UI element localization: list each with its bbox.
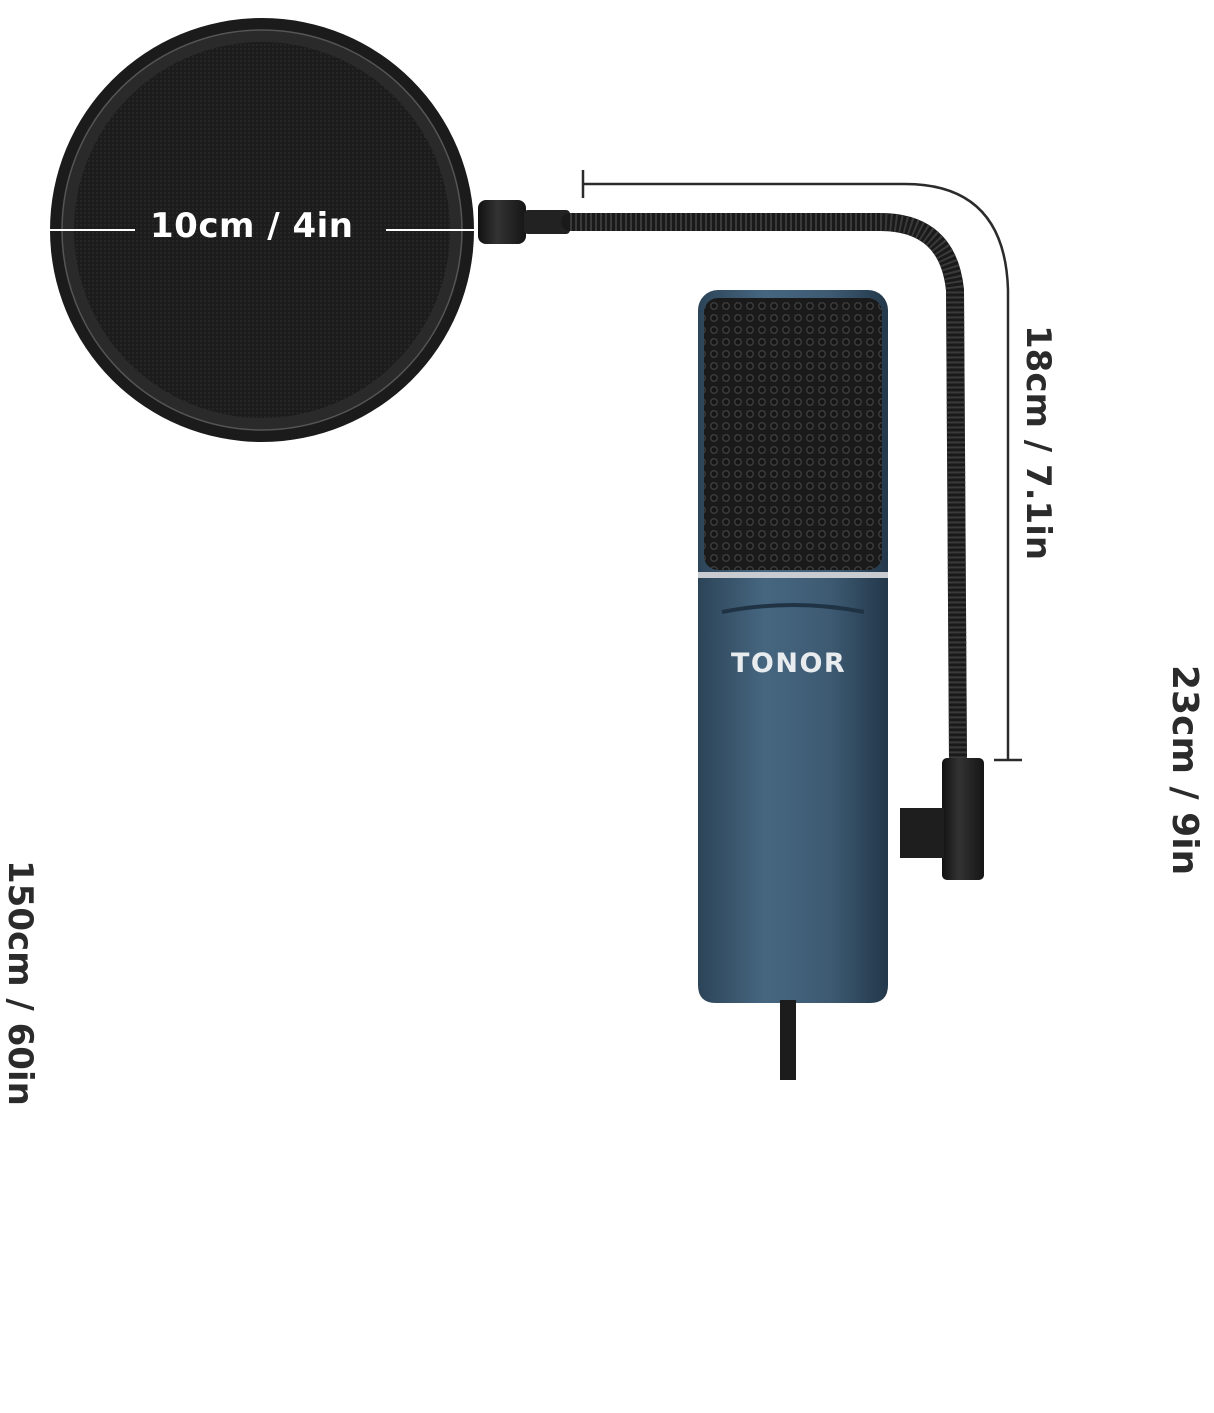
pop-filter-dimension-line	[44, 214, 478, 246]
gooseneck-dimension-line	[581, 170, 1022, 762]
gooseneck-length-label: 18cm / 7.1in	[1018, 325, 1058, 561]
microphone	[698, 290, 888, 1080]
cable-length-label: 150cm / 60in	[0, 860, 40, 1106]
total-height-label: 23cm / 9in	[1164, 665, 1205, 876]
gooseneck	[561, 213, 984, 880]
brand-logo: TONOR	[731, 648, 847, 679]
pop-filter-diameter-label: 10cm / 4in	[150, 206, 354, 246]
pop-filter	[50, 18, 570, 442]
